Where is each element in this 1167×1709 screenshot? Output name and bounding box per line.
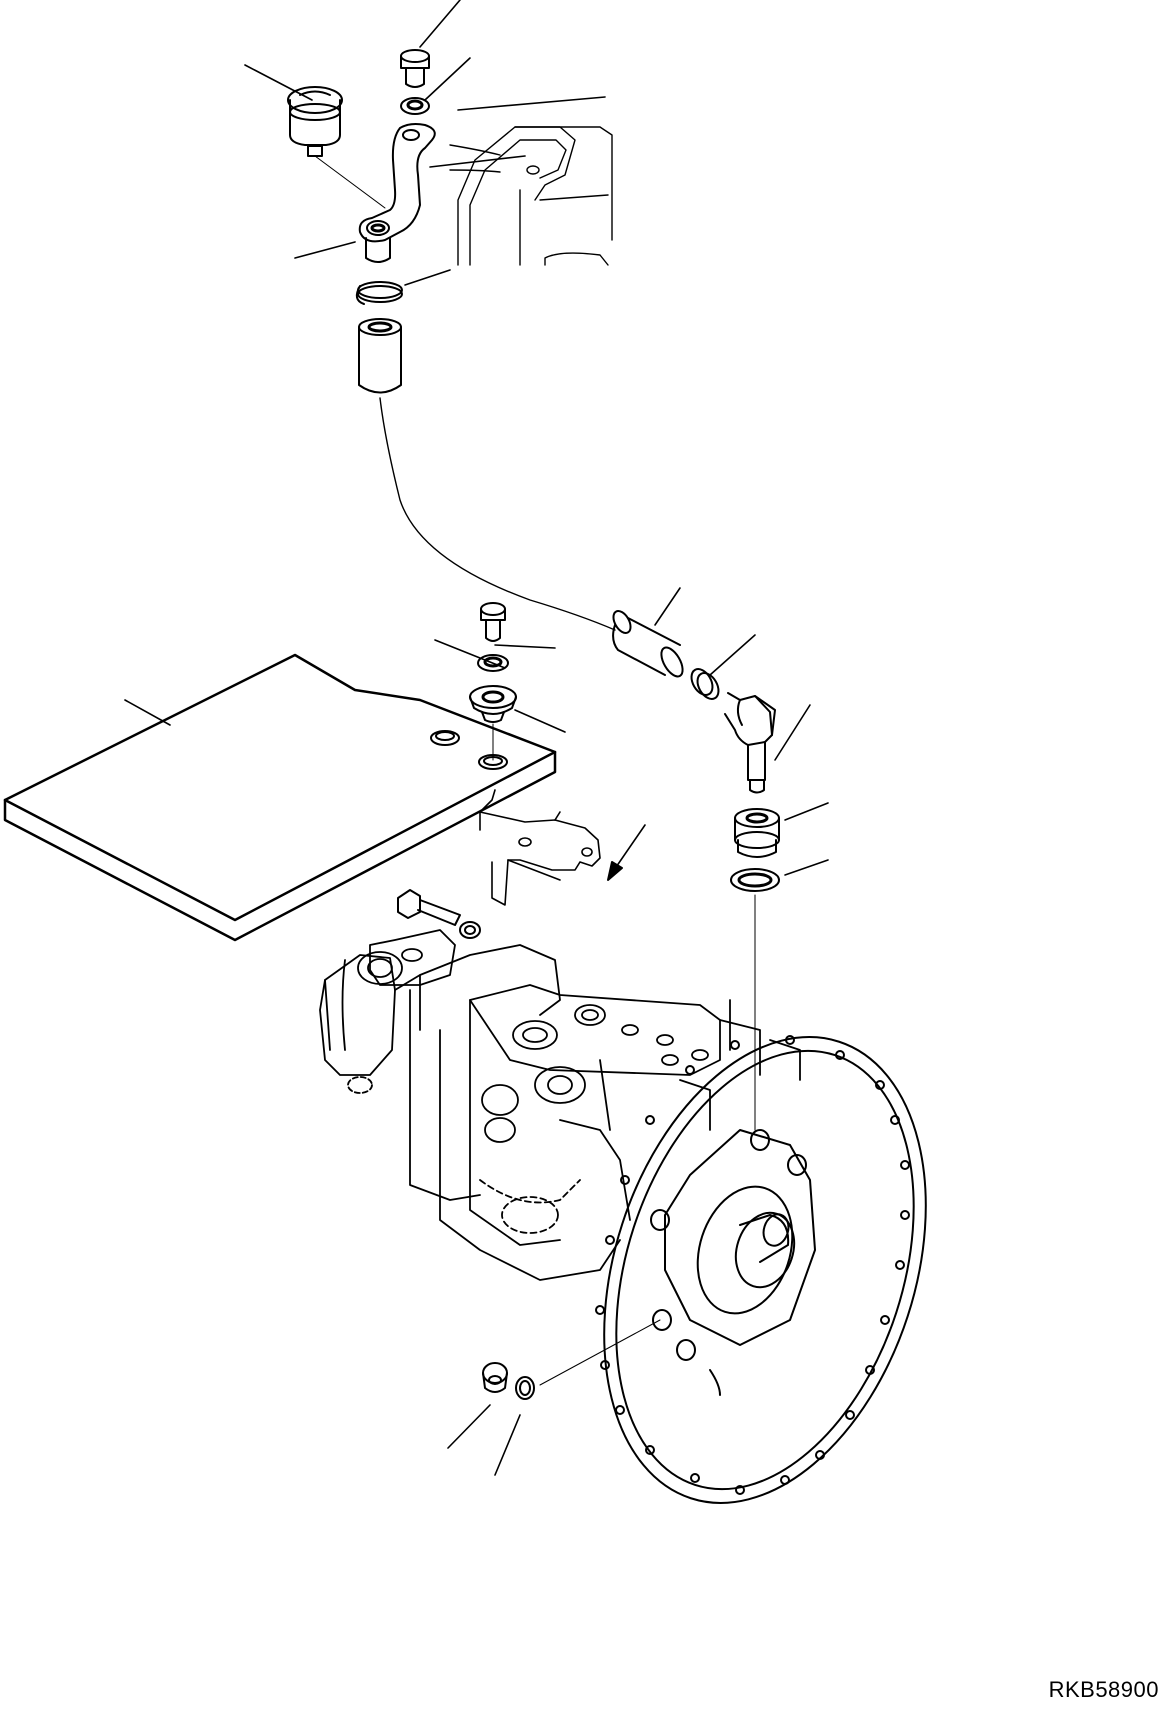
cover-plate: [5, 655, 555, 940]
hydraulic-pump: [320, 895, 800, 1280]
washer-top: [401, 98, 429, 114]
side-bolt: [398, 890, 480, 938]
connecting-wire: [380, 398, 615, 630]
plug-bottom: [483, 1363, 507, 1392]
bolt-middle: [481, 603, 505, 641]
hose-clamp-middle: [687, 665, 723, 702]
sensor-part: [288, 87, 385, 208]
elbow-fitting: [725, 693, 775, 793]
mounting-bracket: [480, 790, 600, 905]
bracket-part: [360, 124, 435, 262]
bolt-top: [401, 50, 429, 87]
adapter-fitting: [735, 809, 779, 857]
hose-pipe-top: [359, 319, 401, 393]
hose-clamp-top: [357, 282, 402, 304]
leader-lines-top: [245, 0, 605, 285]
hose-pipe-middle: [610, 608, 687, 680]
seal-ring-bottom: [516, 1377, 534, 1399]
cab-floor-corner: [450, 127, 612, 265]
leader-lines-bottom: [448, 1320, 660, 1475]
leader-lines-middle: [125, 588, 828, 875]
washer-middle: [478, 655, 508, 671]
pump-flange: [548, 995, 982, 1544]
direction-arrow: [608, 825, 645, 880]
drawing-code: RKB58900: [1048, 1677, 1159, 1702]
o-ring: [731, 869, 779, 891]
rubber-mount: [470, 686, 516, 722]
